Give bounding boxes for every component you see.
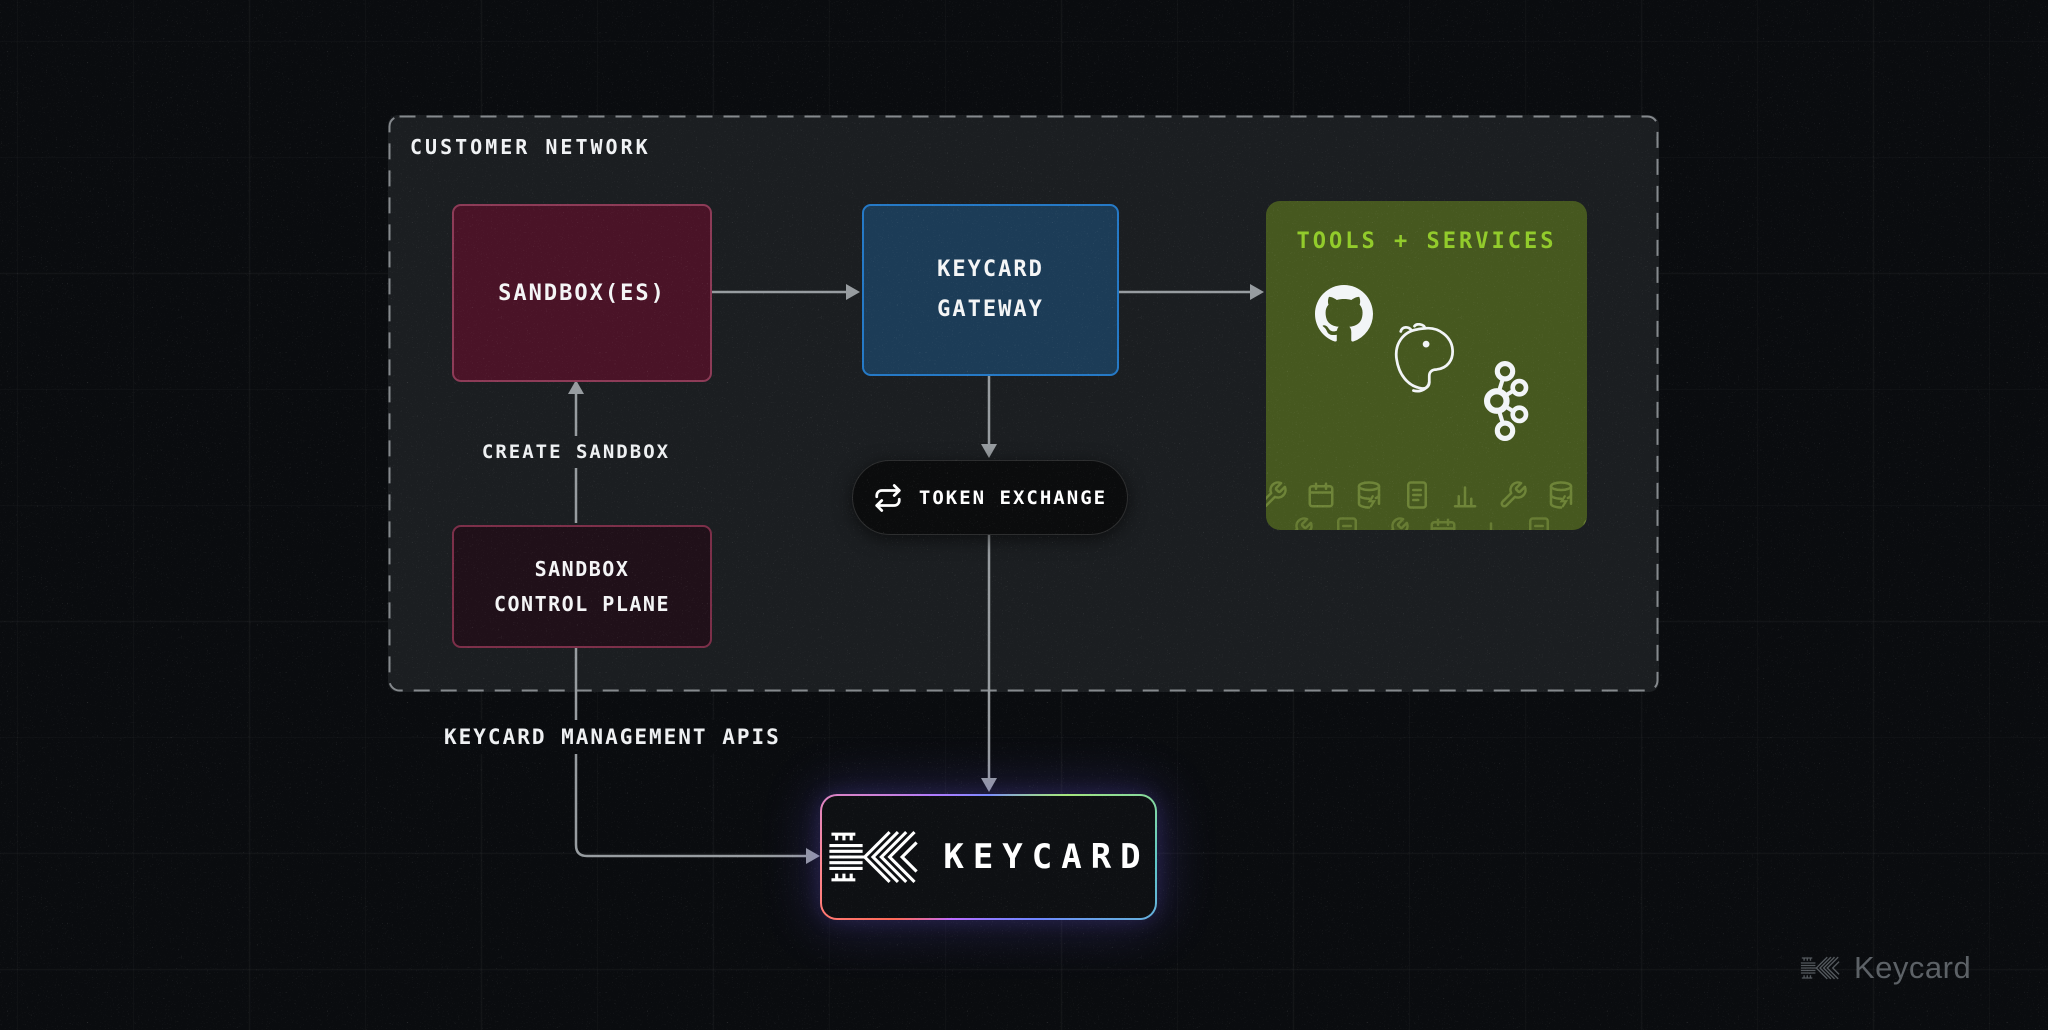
panel-title: CUSTOMER NETWORK (410, 135, 651, 159)
database-icon (1354, 480, 1384, 510)
document-icon (1524, 516, 1554, 530)
create-sandbox-label: CREATE SANDBOX (471, 436, 681, 468)
wrench-icon (1284, 516, 1314, 530)
wrench-icon (1266, 480, 1288, 510)
bar-chart-icon (1450, 480, 1480, 510)
wrench-icon (1498, 480, 1528, 510)
faded-tool-icons-row (1266, 480, 1587, 510)
kafka-icon (1483, 361, 1529, 441)
token-exchange-pill: TOKEN EXCHANGE (852, 460, 1128, 535)
wrench-icon (1380, 516, 1410, 530)
database-icon (1546, 480, 1576, 510)
keycard-logo-mark (827, 830, 919, 884)
document-icon (1332, 516, 1362, 530)
keycard-wordmark: KEYCARD (943, 837, 1150, 877)
arrowhead (981, 778, 997, 792)
faded-tool-icons-row (1266, 516, 1587, 530)
keycard-logo-mark (1800, 956, 1840, 980)
keycard-management-apis-label: KEYCARD MANAGEMENT APIS (444, 720, 791, 754)
tools-services-title: TOOLS + SERVICES (1296, 229, 1557, 254)
github-icon (1315, 285, 1373, 342)
wrench-icon (1572, 516, 1587, 530)
repeat-icon (875, 483, 901, 512)
keycard-watermark: Keycard (1800, 950, 1971, 986)
node-sandbox-control-plane-label: SANDBOX CONTROL PLANE (493, 556, 671, 616)
arrowhead (806, 848, 820, 864)
node-keycard-gateway: KEYCARD GATEWAY (862, 204, 1119, 376)
calendar-icon (1428, 516, 1458, 530)
node-sandboxes-label: SANDBOX(ES) (498, 280, 666, 306)
postgresql-icon (1394, 323, 1454, 393)
token-exchange-label: TOKEN EXCHANGE (918, 486, 1108, 509)
document-icon (1402, 480, 1432, 510)
node-tools-services: TOOLS + SERVICES (1266, 201, 1587, 530)
bar-chart-icon (1476, 516, 1506, 530)
node-sandbox-control-plane: SANDBOX CONTROL PLANE (452, 525, 712, 648)
watermark-label: Keycard (1854, 950, 1972, 985)
node-keycard-gateway-label: KEYCARD GATEWAY (937, 257, 1044, 322)
node-sandboxes: SANDBOX(ES) (452, 204, 712, 382)
keycard-inner: KEYCARD (822, 796, 1155, 918)
calendar-icon (1306, 480, 1336, 510)
node-keycard: KEYCARD (820, 794, 1157, 920)
